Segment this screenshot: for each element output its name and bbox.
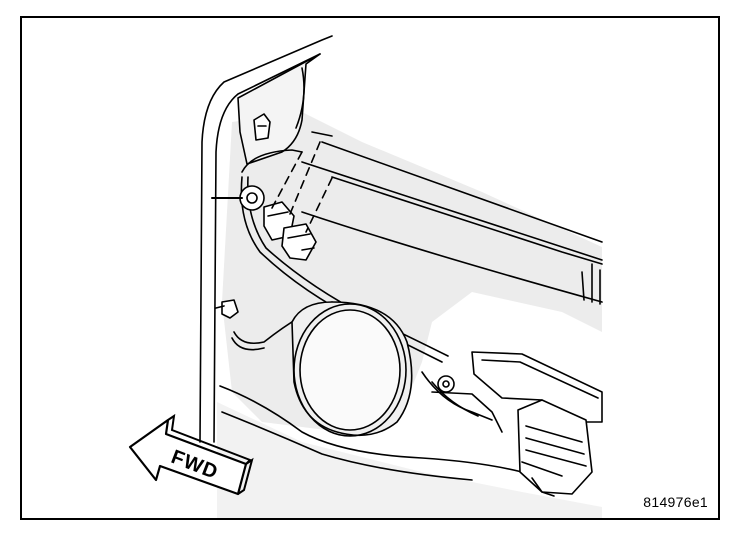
lower-panel-shading [217,402,602,518]
lower-panel-contour [219,385,523,473]
window-corner-inner [295,67,305,129]
alignment-guide-3 [305,177,333,233]
speaker-cone [299,309,401,431]
panel-ridge [331,176,603,265]
mirror-mount-bolt [239,185,265,211]
wire-harness-main-2 [247,176,449,357]
side-clip-tab [215,305,225,309]
mirror-mount-bolt-inner [246,192,258,204]
door-module-ribs [521,425,587,477]
latch-rod [431,391,503,433]
figure-id: 814976e1 [643,494,708,510]
speaker-rim [293,303,407,437]
illustration-frame: FWD 814976e1 [20,16,720,520]
module-tab [531,477,555,497]
side-clip [221,299,239,319]
door-panel-illustration [128,35,603,518]
upper-belt-line-2 [301,161,603,261]
forward-arrow-icon [128,413,254,496]
upper-clip [253,113,271,141]
wire-to-module [421,371,493,421]
latch-bolt-inner [442,380,450,388]
latch-bolt [437,375,455,393]
wire-to-module-2 [431,381,479,417]
window-run-edge [311,131,333,137]
panel-vertical-right [591,263,601,305]
door-frame-edge [199,35,333,443]
door-frame-inner-edge [213,53,321,443]
upper-belt-line [321,141,603,243]
wire-harness-upper [241,149,303,173]
panel-vertical-right-2 [581,271,585,301]
wire-harness-lower-2 [231,337,265,351]
connector-detail [267,211,315,251]
lower-panel-contour-2 [221,411,473,481]
latch-bracket-inner [481,359,599,399]
panel-ridge-lower [301,211,603,303]
door-module [517,399,593,495]
alignment-guide-1 [271,151,303,209]
connector-lower [281,223,317,261]
